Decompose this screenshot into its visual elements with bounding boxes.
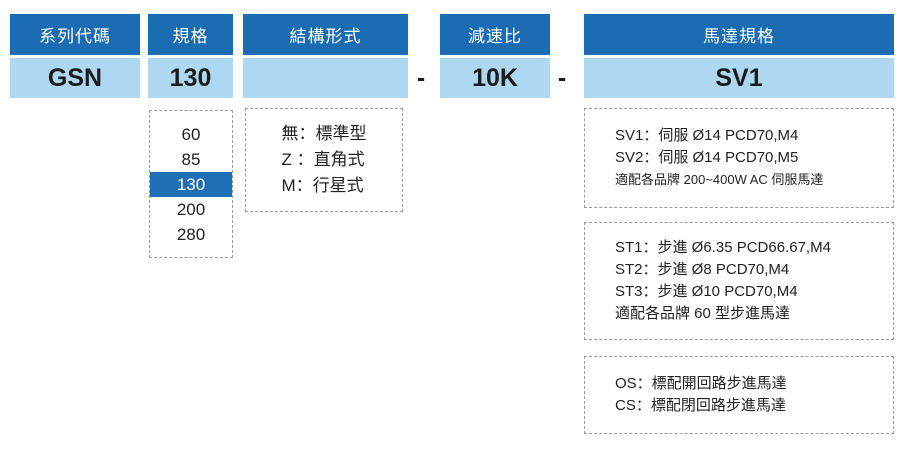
frame-size-option-60[interactable]: 60 <box>181 124 201 144</box>
separator-dash-2: - <box>553 58 571 98</box>
structure-type-option-planetary[interactable]: M：行星式 <box>281 176 364 195</box>
motor-spec-servo-box: SV1：伺服 Ø14 PCD70,M4 SV2：伺服 Ø14 PCD70,M5 … <box>584 108 894 208</box>
motor-spec-servo-content: SV1：伺服 Ø14 PCD70,M4 SV2：伺服 Ø14 PCD70,M5 … <box>585 125 823 191</box>
header-structure-type-label: 結構形式 <box>289 27 362 46</box>
header-motor-spec-label: 馬達規格 <box>703 27 775 46</box>
motor-stepper-note: 適配各品牌 60 型步進馬達 <box>615 305 791 322</box>
frame-size-option-200[interactable]: 200 <box>176 199 206 219</box>
frame-size-option-85[interactable]: 85 <box>181 149 201 169</box>
header-structure-type: 結構形式 <box>243 14 408 55</box>
motor-option-st1[interactable]: ST1：步進 Ø6.35 PCD66.67,M4 <box>615 239 831 256</box>
separator-dash-2-text: - <box>557 63 567 92</box>
structure-type-option-box: 無：標準型 Z ：直角式 M：行星式 <box>245 108 403 212</box>
header-reduction-ratio-label: 減速比 <box>468 27 522 46</box>
value-reduction-ratio-text: 10K <box>472 63 518 92</box>
header-series-code: 系列代碼 <box>10 14 140 55</box>
frame-size-option-130-selected[interactable]: 130 <box>150 171 232 197</box>
motor-spec-loop-content: OS：標配開回路步進馬達 CS：標配閉回路步進馬達 <box>585 373 787 417</box>
value-series-code[interactable]: GSN <box>10 58 140 98</box>
frame-size-option-box: 60 85 130 200 280 <box>149 110 233 258</box>
value-frame-size[interactable]: 130 <box>148 58 233 98</box>
structure-type-option-standard[interactable]: 無：標準型 <box>281 124 367 143</box>
header-motor-spec: 馬達規格 <box>584 14 894 55</box>
motor-option-sv2[interactable]: SV2：伺服 Ø14 PCD70,M5 <box>615 149 799 166</box>
separator-dash-1-text: - <box>416 63 426 92</box>
value-frame-size-text: 130 <box>169 63 212 92</box>
motor-option-st3[interactable]: ST3：步進 Ø10 PCD70,M4 <box>615 283 798 300</box>
motor-option-os[interactable]: OS：標配開回路步進馬達 <box>615 375 787 392</box>
value-series-code-text: GSN <box>47 63 103 92</box>
value-motor-spec[interactable]: SV1 <box>584 58 894 98</box>
motor-spec-loop-box: OS：標配開回路步進馬達 CS：標配閉回路步進馬達 <box>584 356 894 434</box>
motor-spec-stepper-content: ST1：步進 Ø6.35 PCD66.67,M4 ST2：步進 Ø8 PCD70… <box>585 237 831 325</box>
motor-servo-note: 適配各品牌 200~400W AC 伺服馬達 <box>615 172 824 187</box>
structure-type-option-list: 無：標準型 Z ：直角式 M：行星式 <box>282 121 367 199</box>
motor-option-cs[interactable]: CS：標配閉回路步進馬達 <box>615 397 786 414</box>
structure-type-option-right-angle[interactable]: Z ：直角式 <box>281 150 365 169</box>
motor-option-st2[interactable]: ST2：步進 Ø8 PCD70,M4 <box>615 261 790 278</box>
value-structure-type[interactable] <box>243 58 408 98</box>
frame-size-option-list: 60 85 130 200 280 <box>150 122 232 247</box>
header-reduction-ratio: 減速比 <box>440 14 550 55</box>
value-reduction-ratio[interactable]: 10K <box>440 58 550 98</box>
value-motor-spec-text: SV1 <box>715 63 763 92</box>
motor-spec-stepper-box: ST1：步進 Ø6.35 PCD66.67,M4 ST2：步進 Ø8 PCD70… <box>584 222 894 340</box>
header-series-code-label: 系列代碼 <box>39 27 111 46</box>
header-frame-size: 規格 <box>148 14 233 55</box>
separator-dash-1: - <box>412 58 430 98</box>
header-frame-size-label: 規格 <box>172 27 209 46</box>
frame-size-option-280[interactable]: 280 <box>176 224 206 244</box>
motor-option-sv1[interactable]: SV1：伺服 Ø14 PCD70,M4 <box>615 127 799 144</box>
